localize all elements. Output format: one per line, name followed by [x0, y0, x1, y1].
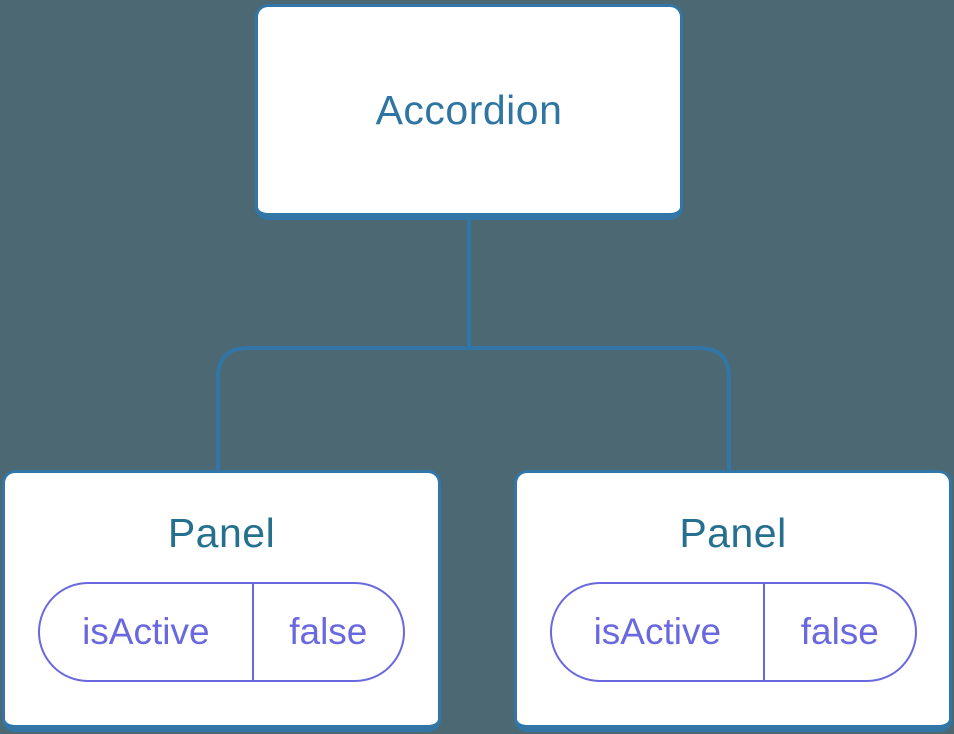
panel-node-label: Panel [679, 510, 787, 556]
accordion-node: Accordion [255, 4, 683, 220]
state-key-label: isActive [593, 611, 722, 653]
state-key-label: isActive [82, 611, 210, 653]
state-pill: isActive false [549, 582, 917, 683]
branch-line [216, 346, 731, 472]
state-pill: isActive false [38, 582, 405, 683]
state-value-label: false [251, 584, 403, 681]
panel-node-label: Panel [167, 510, 276, 556]
panel-node-left: Panel isActive false [2, 470, 441, 732]
accordion-node-label: Accordion [375, 86, 563, 133]
state-value-label: false [763, 584, 914, 681]
panel-node-right: Panel isActive false [514, 470, 952, 732]
